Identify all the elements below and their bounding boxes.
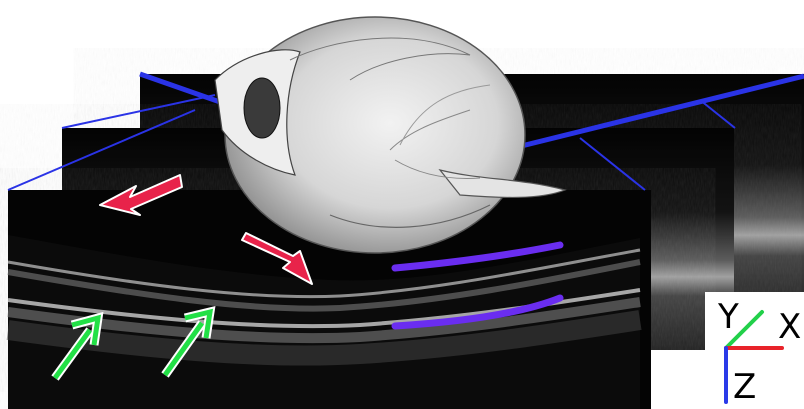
axis-x-label: X (778, 310, 801, 344)
axis-z-label: Z (733, 370, 756, 404)
axis-y-label: Y (718, 300, 739, 334)
